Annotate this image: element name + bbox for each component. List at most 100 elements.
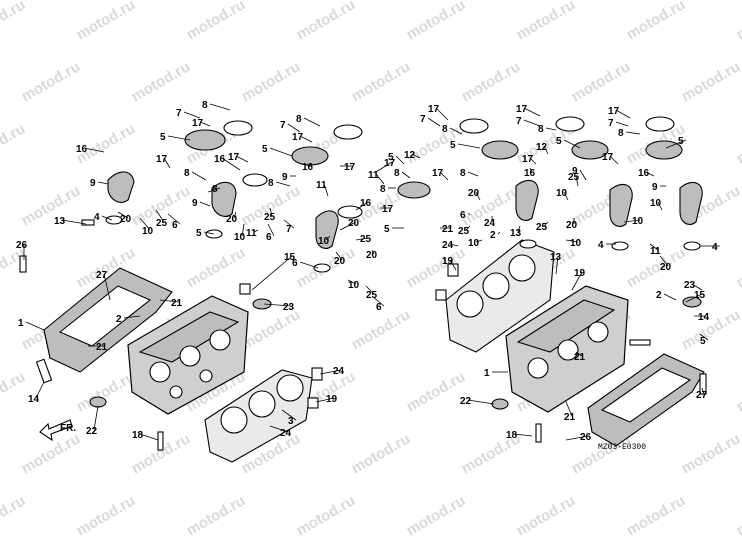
leader-line	[571, 271, 583, 291]
part-callout: 2	[116, 314, 122, 325]
part-callout: 17	[228, 152, 240, 163]
leader-line	[401, 171, 411, 179]
part-callout: 23	[283, 302, 295, 313]
part-callout: 20	[334, 256, 346, 267]
part-callout: 13	[510, 228, 522, 239]
part-callout: 9	[192, 198, 198, 209]
leader-line	[83, 147, 105, 153]
part-callout: 4	[598, 240, 604, 251]
part-callout: 11	[316, 180, 327, 191]
part-callout: 17	[382, 204, 394, 215]
part-callout: 25	[568, 172, 580, 183]
leader-line	[203, 231, 215, 235]
leader-line	[657, 201, 663, 211]
part-callout: 10	[468, 238, 480, 249]
part-callout: 11	[246, 228, 257, 239]
leader-line	[35, 381, 45, 399]
part-callout: 16	[638, 168, 650, 179]
watermark-text: motod.ru	[74, 492, 139, 539]
leader-line	[325, 235, 331, 241]
part-callout: 5	[450, 140, 456, 151]
leader-line	[103, 273, 111, 301]
leader-line	[701, 387, 705, 395]
part-callout: 20	[468, 188, 480, 199]
part-callout: 21	[574, 352, 586, 363]
part-callout: 7	[286, 224, 292, 235]
part-callout: 21	[171, 298, 183, 309]
leader-line	[427, 117, 441, 127]
leader-line	[167, 135, 191, 141]
part-callout: 10	[650, 198, 662, 209]
part-callout: 21	[564, 412, 576, 423]
leader-line	[159, 299, 180, 303]
watermark-text: motod.ru	[404, 492, 469, 539]
leader-line	[563, 139, 581, 149]
leader-line	[529, 157, 537, 165]
part-callout: 5	[384, 224, 390, 235]
part-callout: 8	[380, 184, 386, 195]
leader-line	[199, 121, 211, 127]
leader-line	[163, 157, 171, 169]
watermark-text: motod.ru	[129, 58, 194, 105]
part-callout: 8	[296, 114, 302, 125]
part-callout: 12	[404, 150, 416, 161]
leader-line	[299, 135, 313, 143]
leader-line	[579, 169, 587, 181]
leader-line	[563, 191, 569, 201]
part-callout: 8	[202, 100, 208, 111]
watermark-text: motod.ru	[459, 58, 524, 105]
leader-line	[101, 215, 113, 221]
part-callout: 22	[86, 426, 98, 437]
part-callout: 7	[280, 120, 286, 131]
part-callout: 5	[388, 152, 394, 163]
leader-line	[439, 171, 449, 181]
part-callout: 14	[698, 312, 710, 323]
leader-line	[199, 201, 211, 207]
right-intake-parts	[397, 116, 703, 251]
watermark-text: motod.ru	[679, 306, 742, 353]
leader-line	[123, 315, 141, 319]
part-callout: 24	[484, 218, 496, 229]
part-callout: 10	[570, 238, 582, 249]
leader-line	[663, 293, 677, 301]
part-callout: 17	[516, 104, 528, 115]
part-callout: 25	[536, 222, 548, 233]
leader-line	[267, 223, 275, 237]
part-callout: 17	[608, 106, 620, 117]
leader-lines	[23, 103, 720, 441]
part-callout: 7	[608, 118, 614, 129]
part-callout: 6	[172, 220, 178, 231]
part-callout: 4	[94, 212, 100, 223]
watermark-text: motod.ru	[349, 306, 414, 353]
part-callout: 17	[432, 168, 444, 179]
watermark-text: motod.ru	[404, 244, 469, 291]
leader-line	[25, 321, 45, 331]
leader-line	[517, 225, 521, 233]
leader-line	[97, 181, 109, 185]
leader-line	[139, 433, 159, 441]
watermark-text: motod.ru	[0, 0, 28, 43]
part-callout: 5	[262, 144, 268, 155]
leader-line	[649, 243, 659, 251]
leader-line	[221, 157, 241, 171]
leader-line	[371, 295, 385, 307]
watermark-text: motod.ru	[734, 0, 742, 43]
diagram-code: MZ03-E0300	[598, 443, 646, 452]
part-callout: 9	[572, 166, 578, 177]
part-callout: 15	[284, 252, 296, 263]
leader-line	[699, 333, 709, 341]
part-callout: 20	[348, 218, 360, 229]
part-callout: 6	[376, 302, 382, 313]
part-callout: 19	[442, 256, 454, 267]
part-callout: 10	[348, 280, 360, 291]
part-callout: 5	[700, 336, 706, 347]
watermark-text: motod.ru	[624, 492, 689, 539]
part-callout: 10	[556, 188, 568, 199]
leader-line	[375, 173, 385, 185]
leader-line	[207, 187, 221, 193]
part-callout: 19	[574, 268, 586, 279]
part-callout: 19	[326, 394, 338, 405]
part-callout: 6	[460, 210, 466, 221]
part-callout: 8	[442, 124, 448, 135]
part-callout: 17	[292, 132, 304, 143]
